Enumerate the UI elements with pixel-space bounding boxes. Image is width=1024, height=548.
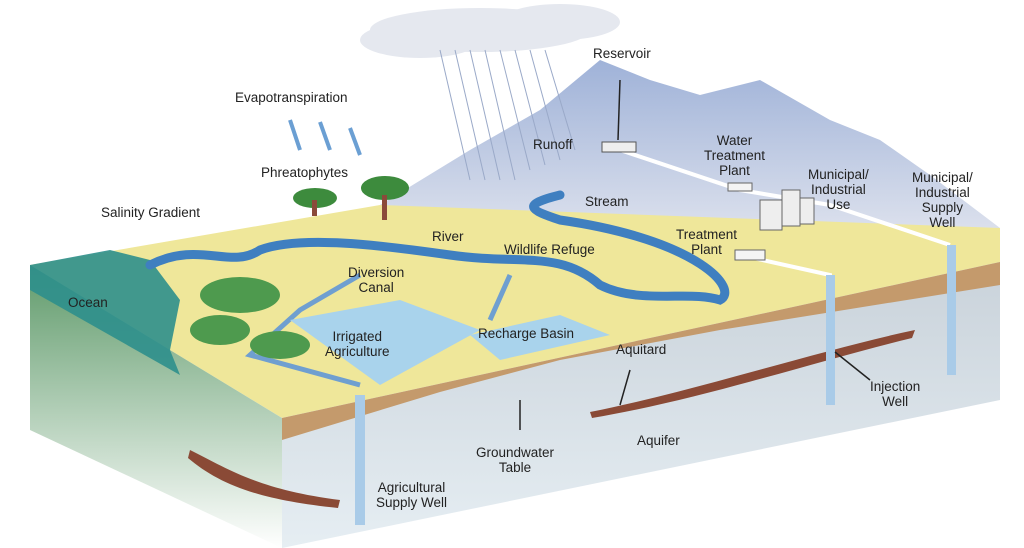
label-groundwater-table: Groundwater Table <box>476 445 555 475</box>
label-injection-well: Injection Well <box>870 379 921 409</box>
label-stream: Stream <box>585 194 629 209</box>
label-municipal-industrial-use: Municipal/ Industrial Use <box>808 167 869 212</box>
crops <box>190 277 310 359</box>
reservoir-dam <box>601 141 637 153</box>
label-salinity-gradient: Salinity Gradient <box>101 205 201 220</box>
label-treatment-plant: Treatment Plant <box>676 227 738 257</box>
treatment-plant <box>734 249 766 261</box>
label-irrigated-agriculture: Irrigated Agriculture <box>325 329 390 359</box>
label-evapotranspiration: Evapotranspiration <box>235 90 348 105</box>
label-aquitard: Aquitard <box>616 342 667 357</box>
ocean <box>30 250 180 375</box>
label-recharge-basin: Recharge Basin <box>478 326 575 341</box>
arrow-injection-well <box>834 351 871 381</box>
label-phreatophytes: Phreatophytes <box>261 165 349 180</box>
water-treatment-plant <box>727 182 753 192</box>
label-agricultural-supply-well: Agricultural Supply Well <box>376 480 448 510</box>
coastal-aquitard <box>188 450 340 508</box>
label-reservoir: Reservoir <box>593 46 651 61</box>
irrigated-field <box>290 300 480 385</box>
label-municipal-industrial-supply-well: Municipal/ Industrial Supply Well <box>912 170 973 230</box>
label-wildlife-refuge: Wildlife Refuge <box>504 242 595 257</box>
rain <box>439 49 576 181</box>
label-diversion-canal: Diversion Canal <box>348 265 405 295</box>
cloud <box>360 4 620 58</box>
municipal-supply-well <box>947 245 956 375</box>
arrow-aquitard <box>619 369 631 406</box>
river <box>145 190 730 305</box>
mountains <box>380 60 1000 240</box>
injection-well <box>826 275 835 405</box>
label-runoff: Runoff <box>533 137 573 152</box>
phreatophyte-trees <box>293 176 409 220</box>
label-water-treatment-plant: Water Treatment Plant <box>704 133 766 178</box>
evapotranspiration-arrows <box>288 119 362 156</box>
recharge-basin <box>470 315 610 360</box>
label-river: River <box>432 229 464 244</box>
label-ocean: Ocean <box>68 295 108 310</box>
agricultural-supply-well <box>355 395 365 525</box>
unsaturated-soil <box>282 262 1000 440</box>
municipal-buildings <box>759 189 815 231</box>
label-aquifer: Aquifer <box>637 433 680 448</box>
arrow-reservoir <box>617 79 621 141</box>
